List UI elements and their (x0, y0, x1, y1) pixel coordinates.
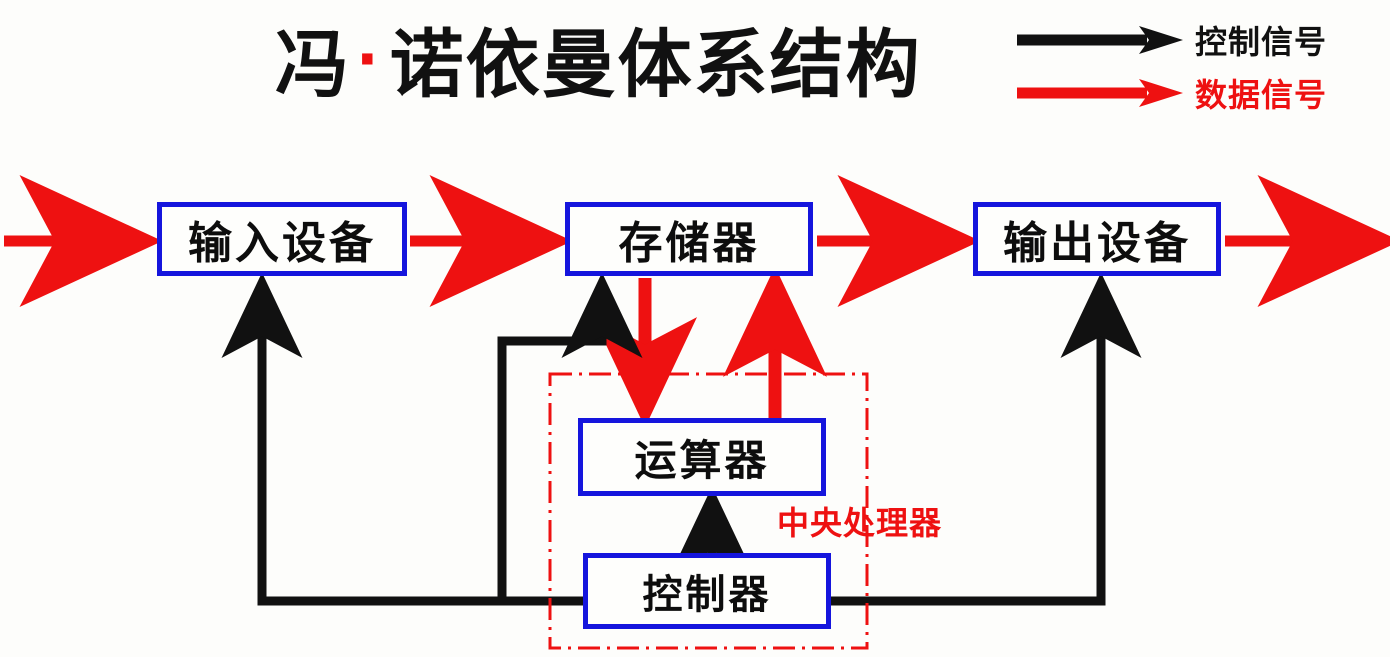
right-arrow-icon (1017, 26, 1183, 54)
box-memory[interactable]: 存储器 (565, 202, 813, 276)
title-suffix: 诺依曼体系结构 (389, 22, 922, 106)
box-label-controller: 控制器 (642, 573, 772, 617)
box-label-arithmetic-unit: 运算器 (634, 436, 770, 484)
title-prefix: 冯 (275, 22, 351, 106)
legend-item-data-signal: 数据信号 (1015, 70, 1327, 116)
box-controller[interactable]: 控制器 (583, 553, 831, 629)
legend-label-data-signal: 数据信号 (1195, 77, 1328, 113)
connection-controller-to-output (831, 272, 1142, 606)
connection-controller-to-input (221, 272, 583, 606)
legend-item-control-signal: 控制信号 (1015, 17, 1327, 63)
box-label-memory: 存储器 (618, 219, 760, 268)
cpu-boundary-rect (548, 372, 869, 650)
box-arithmetic-unit[interactable]: 运算器 (578, 418, 826, 496)
page-title: 冯·诺依曼体系结构 (275, 8, 995, 108)
cpu-region-label: 中央处理器 (777, 505, 943, 541)
legend-label-control-signal: 控制信号 (1195, 24, 1328, 60)
box-label-input-device: 输入设备 (188, 219, 376, 268)
right-arrow-icon (1017, 79, 1183, 107)
box-output-device[interactable]: 输出设备 (973, 202, 1221, 276)
title-separator-dot: · (357, 16, 384, 100)
box-input-device[interactable]: 输入设备 (157, 202, 407, 276)
box-label-output-device: 输出设备 (1003, 219, 1191, 268)
